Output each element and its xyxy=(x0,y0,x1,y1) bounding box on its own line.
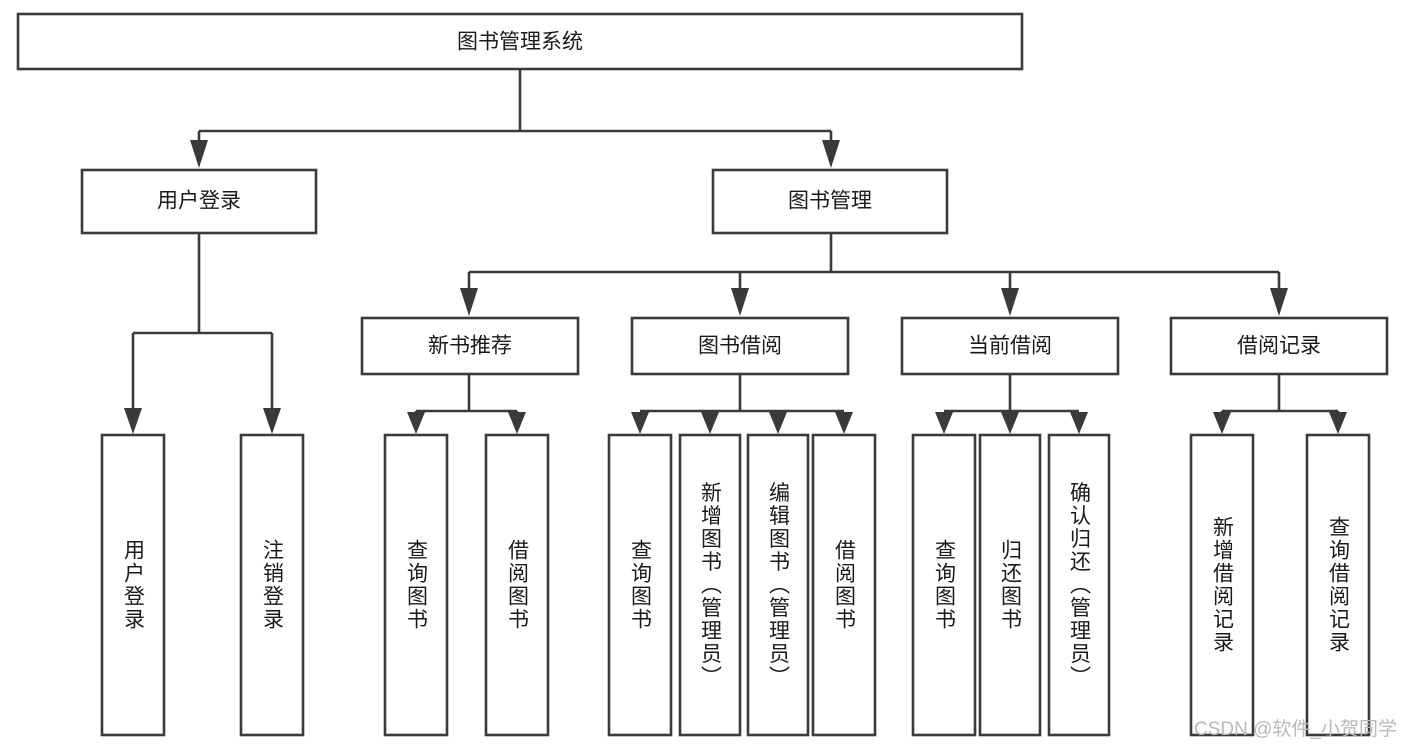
node-leaf-borrow-book-2-label: 借阅图书 xyxy=(833,539,857,631)
node-leaf-user-login[interactable]: 用户登录 xyxy=(100,433,166,737)
connector-layer xyxy=(124,69,1347,434)
node-leaf-user-logout[interactable]: 注销登录 xyxy=(239,433,305,737)
node-leaf-query-book-2[interactable]: 查询图书 xyxy=(607,433,673,737)
node-leaf-borrow-book-2-box[interactable] xyxy=(811,433,877,737)
node-leaf-add-record[interactable]: 新增借阅记录 xyxy=(1189,433,1255,737)
node-current-borrow[interactable]: 当前借阅 xyxy=(900,316,1120,376)
node-leaf-confirm-return-box[interactable] xyxy=(1047,433,1111,737)
node-leaf-return-book-box[interactable] xyxy=(978,433,1042,737)
node-leaf-query-book-3-label: 查询图书 xyxy=(933,539,957,631)
node-borrow-record-box[interactable] xyxy=(1169,316,1389,376)
arrow-head-leaf-edit-book xyxy=(769,412,787,434)
arrow-head-leaf-query-book-1 xyxy=(407,412,425,434)
arrow-head-leaf-user-login xyxy=(124,408,142,434)
arrow-head-new-book-recommend xyxy=(460,288,478,316)
arrow-head-leaf-return-book xyxy=(1001,412,1019,434)
node-new-book-recommend[interactable]: 新书推荐 xyxy=(360,316,580,376)
node-user-login-label: 用户登录 xyxy=(157,190,241,213)
node-new-book-recommend-box[interactable] xyxy=(360,316,580,376)
node-leaf-edit-book-box[interactable] xyxy=(746,433,810,737)
csdn-watermark: CSDN @软件_小贺同学 xyxy=(1194,718,1397,740)
node-leaf-return-book-label: 归还图书 xyxy=(999,539,1023,631)
arrow-head-leaf-query-record xyxy=(1329,412,1347,434)
node-leaf-query-book-3[interactable]: 查询图书 xyxy=(911,433,977,737)
arrow-head-leaf-query-book-2 xyxy=(631,412,649,434)
node-book-borrow-box[interactable] xyxy=(630,316,850,376)
node-root[interactable]: 图书管理系统 xyxy=(16,12,1024,71)
node-book-manage[interactable]: 图书管理 xyxy=(711,168,949,235)
arrow-head-leaf-confirm-return xyxy=(1070,412,1088,434)
node-leaf-borrow-book-1[interactable]: 借阅图书 xyxy=(484,433,550,737)
node-leaf-return-book[interactable]: 归还图书 xyxy=(978,433,1042,737)
node-leaf-query-record[interactable]: 查询借阅记录 xyxy=(1305,433,1371,737)
arrow-head-book-manage xyxy=(822,140,840,168)
node-book-manage-label: 图书管理 xyxy=(788,190,872,213)
arrow-head-leaf-borrow-book-2 xyxy=(835,412,853,434)
node-user-login[interactable]: 用户登录 xyxy=(80,168,318,235)
node-leaf-query-book-2-label: 查询图书 xyxy=(629,539,653,631)
node-leaf-query-book-1-box[interactable] xyxy=(383,433,449,737)
node-borrow-record[interactable]: 借阅记录 xyxy=(1169,316,1389,376)
node-leaf-confirm-return[interactable]: 确认归还（管理员） xyxy=(1047,433,1111,737)
node-leaf-query-book-1[interactable]: 查询图书 xyxy=(383,433,449,737)
node-leaf-edit-book-label: 编辑图书（管理员） xyxy=(767,482,791,689)
arrow-head-user-login xyxy=(190,140,208,168)
node-leaf-query-book-2-box[interactable] xyxy=(607,433,673,737)
node-book-borrow[interactable]: 图书借阅 xyxy=(630,316,850,376)
node-leaf-query-record-box[interactable] xyxy=(1305,433,1371,737)
node-current-borrow-box[interactable] xyxy=(900,316,1120,376)
node-leaf-confirm-return-label: 确认归还（管理员） xyxy=(1068,482,1092,689)
node-leaf-query-record-label: 查询借阅记录 xyxy=(1327,516,1351,654)
node-root-label: 图书管理系统 xyxy=(457,31,583,54)
arrow-head-leaf-add-book xyxy=(701,412,719,434)
arrow-head-book-borrow xyxy=(731,288,749,316)
node-leaf-borrow-book-2[interactable]: 借阅图书 xyxy=(811,433,877,737)
arrow-head-leaf-query-book-3 xyxy=(935,412,953,434)
node-borrow-record-label: 借阅记录 xyxy=(1237,335,1321,358)
arrow-head-leaf-borrow-book-1 xyxy=(508,412,526,434)
arrow-head-leaf-user-logout xyxy=(263,408,281,434)
node-leaf-query-book-3-box[interactable] xyxy=(911,433,977,737)
node-leaf-user-login-box[interactable] xyxy=(100,433,166,737)
node-book-manage-box[interactable] xyxy=(711,168,949,235)
node-leaf-user-logout-label: 注销登录 xyxy=(261,539,285,631)
node-leaf-add-record-label: 新增借阅记录 xyxy=(1211,516,1235,654)
node-leaf-add-book-label: 新增图书（管理员） xyxy=(699,482,723,689)
node-current-borrow-label: 当前借阅 xyxy=(968,335,1052,358)
node-leaf-add-book[interactable]: 新增图书（管理员） xyxy=(678,433,742,737)
node-book-borrow-label: 图书借阅 xyxy=(698,335,782,358)
node-user-login-box[interactable] xyxy=(80,168,318,235)
arrow-head-current-borrow xyxy=(1001,288,1019,316)
node-leaf-user-logout-box[interactable] xyxy=(239,433,305,737)
node-leaf-query-book-1-label: 查询图书 xyxy=(405,539,429,631)
arrow-head-leaf-add-record xyxy=(1213,412,1231,434)
node-leaf-edit-book[interactable]: 编辑图书（管理员） xyxy=(746,433,810,737)
node-leaf-user-login-label: 用户登录 xyxy=(122,539,146,631)
node-leaf-add-book-box[interactable] xyxy=(678,433,742,737)
node-root-box[interactable] xyxy=(16,12,1024,71)
arrow-head-borrow-record xyxy=(1270,288,1288,316)
node-leaf-borrow-book-1-box[interactable] xyxy=(484,433,550,737)
node-leaf-borrow-book-1-label: 借阅图书 xyxy=(506,539,530,631)
node-new-book-recommend-label: 新书推荐 xyxy=(428,335,512,358)
node-leaf-add-record-box[interactable] xyxy=(1189,433,1255,737)
